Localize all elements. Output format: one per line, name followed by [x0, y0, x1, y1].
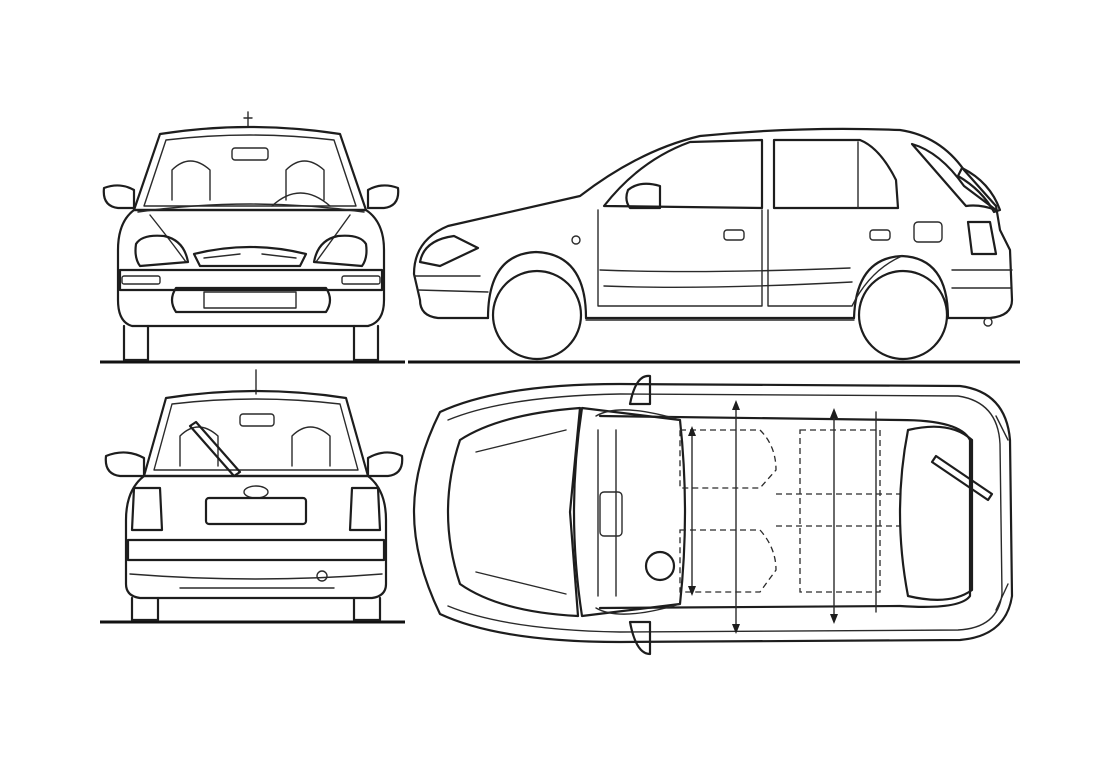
- rear-wiper: [188, 420, 242, 478]
- front-grille-slats: [203, 253, 297, 259]
- top-roof-frame: [598, 414, 972, 610]
- rear-tail-lamp-left: [130, 486, 164, 532]
- rear-window: [153, 398, 359, 471]
- top-body-outline: [412, 382, 1014, 644]
- top-rear-glass: [898, 425, 974, 601]
- top-rear-wiper: [930, 454, 994, 502]
- front-body: [116, 208, 386, 328]
- front-greenhouse: [132, 125, 368, 212]
- rear-mirror-left: [104, 451, 146, 478]
- top-front-seat-upper: [679, 429, 777, 489]
- front-view: [100, 111, 405, 364]
- front-bumper: [118, 268, 384, 292]
- side-rear-bumper: [951, 269, 1013, 289]
- rear-body: [124, 474, 388, 600]
- side-rear-door-handle: [869, 229, 891, 241]
- side-rear-wheel: [857, 269, 949, 361]
- top-a-pillar-lower: [595, 603, 681, 615]
- side-front-wheel: [491, 269, 583, 361]
- front-windscreen: [143, 134, 357, 207]
- top-rear-bench: [799, 429, 881, 593]
- side-wing-mirror: [625, 182, 662, 210]
- front-headlight-right: [312, 234, 368, 268]
- side-indicator: [571, 235, 581, 245]
- side-rear-quarter-glass: [910, 142, 998, 212]
- side-rubbing-strip: [603, 281, 853, 289]
- top-dashboard: [597, 429, 617, 597]
- top-mirror-lower: [628, 620, 652, 656]
- side-body-outline: [412, 127, 1014, 320]
- rear-view: [100, 369, 405, 624]
- front-seat-right: [285, 160, 325, 201]
- side-headlight: [418, 234, 480, 268]
- side-view: [408, 127, 1020, 364]
- rear-tyre-left: [130, 596, 160, 622]
- top-console: [599, 491, 623, 537]
- top-hood-creases: [475, 429, 567, 595]
- front-indicator-left: [121, 275, 161, 285]
- side-fuel-cap: [913, 221, 943, 243]
- rear-greenhouse: [142, 389, 370, 478]
- side-front-window: [602, 138, 764, 210]
- side-rear-spoiler: [956, 166, 1002, 214]
- rear-plate: [204, 496, 308, 526]
- rear-interior-mirror: [239, 413, 275, 427]
- front-antenna: [243, 111, 253, 127]
- front-plate: [203, 291, 297, 309]
- top-view: [412, 374, 1014, 656]
- top-a-pillar-upper: [595, 409, 681, 421]
- front-seat-left: [171, 160, 211, 201]
- top-rear-lamps: [995, 415, 1009, 611]
- rear-bumper: [126, 538, 386, 562]
- side-front-door-handle: [723, 229, 745, 241]
- top-body-inner-line: [447, 393, 1003, 633]
- top-mirror-upper: [628, 374, 652, 406]
- top-tunnel: [776, 493, 900, 527]
- rear-exhaust: [316, 570, 328, 582]
- rear-valance: [129, 573, 383, 580]
- front-steering-wheel: [271, 192, 331, 207]
- top-front-seat-lower: [679, 529, 777, 593]
- side-front-bumper: [413, 275, 489, 293]
- front-hood-line: [137, 203, 365, 213]
- front-interior-mirror: [231, 147, 269, 161]
- side-front-arch: [486, 250, 588, 320]
- side-tail-lamp: [966, 220, 998, 256]
- front-tyre-left: [122, 324, 150, 362]
- side-front-door: [597, 209, 763, 307]
- rear-badge: [243, 485, 269, 499]
- side-character-line: [599, 267, 851, 273]
- top-steering-wheel: [644, 550, 676, 582]
- front-grille: [192, 245, 308, 268]
- side-rear-window: [772, 138, 900, 210]
- rear-seat-left: [179, 426, 219, 467]
- top-hood: [446, 406, 582, 618]
- front-tyre-right: [352, 324, 380, 362]
- front-hood-creases: [149, 214, 351, 263]
- rear-tyre-right: [352, 596, 382, 622]
- front-mirror-left: [102, 184, 136, 210]
- front-indicator-right: [341, 275, 381, 285]
- front-headlight-left: [134, 234, 190, 268]
- side-rear-door: [767, 209, 903, 307]
- top-windscreen: [572, 406, 687, 618]
- front-mirror-right: [366, 184, 400, 210]
- rear-mirror-right: [366, 451, 404, 478]
- rear-tail-lamp-right: [348, 486, 382, 532]
- rear-seat-right: [291, 426, 331, 467]
- side-tow-hook: [983, 317, 993, 327]
- front-lower-intake: [170, 286, 332, 314]
